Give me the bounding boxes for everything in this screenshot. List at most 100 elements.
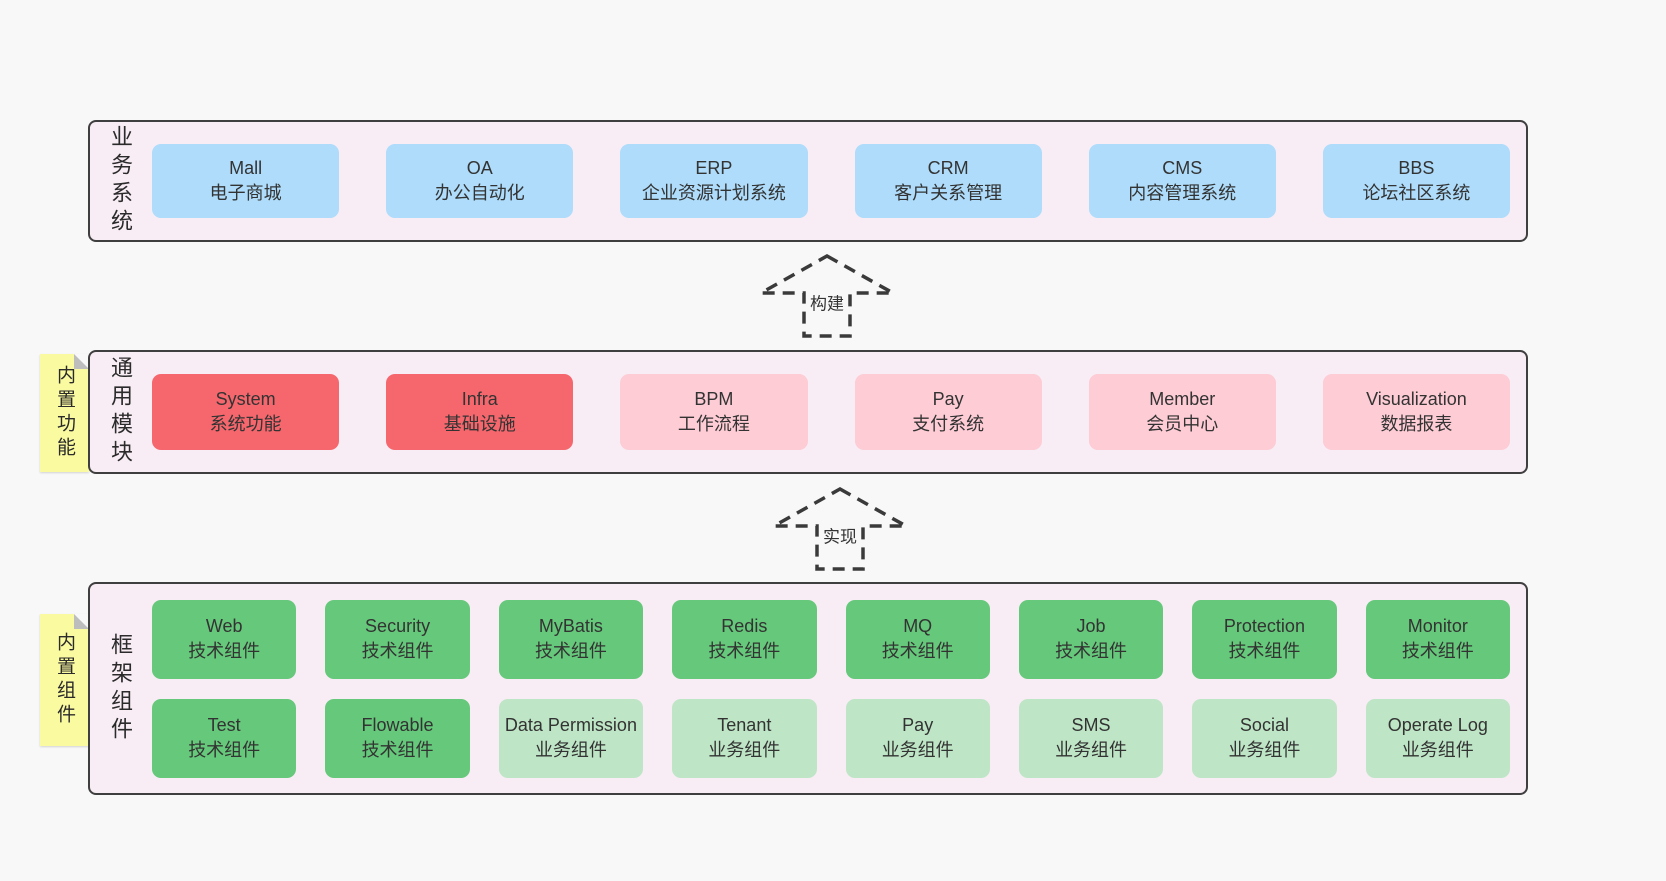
layer-label-business-systems: 业务系统 bbox=[108, 125, 133, 237]
module-name: Web bbox=[205, 616, 243, 636]
layer-label-common-modules: 通用模块 bbox=[108, 356, 133, 468]
module-box-cms: CMS 内容管理系统 bbox=[1088, 144, 1276, 218]
module-desc: 技术组件 bbox=[1228, 641, 1301, 661]
module-desc: 工作流程 bbox=[677, 414, 750, 434]
module-box-test: Test 技术组件 bbox=[152, 698, 297, 778]
module-box-bbs: BBS 论坛社区系统 bbox=[1322, 144, 1511, 218]
module-name: Social bbox=[1239, 715, 1289, 735]
up-arrow-icon bbox=[770, 486, 910, 571]
module-desc: 技术组件 bbox=[361, 740, 434, 760]
module-name: Security bbox=[365, 616, 431, 636]
arrow-implement: 实现 bbox=[770, 486, 910, 572]
module-desc: 业务组件 bbox=[1401, 740, 1474, 760]
module-box-redis: Redis 技术组件 bbox=[672, 599, 817, 679]
module-name: CMS bbox=[1162, 158, 1203, 178]
module-name: Flowable bbox=[361, 715, 434, 735]
module-desc: 技术组件 bbox=[708, 641, 781, 661]
module-name: BBS bbox=[1398, 158, 1435, 178]
module-box-infra: Infra 基础设施 bbox=[386, 374, 574, 450]
arrow-build-label: 构建 bbox=[807, 288, 847, 316]
module-name: Protection bbox=[1223, 616, 1305, 636]
module-name: Member bbox=[1149, 389, 1216, 409]
module-desc: 客户关系管理 bbox=[894, 183, 1003, 203]
module-name: Job bbox=[1076, 616, 1106, 636]
module-box-bpm: BPM 工作流程 bbox=[620, 374, 808, 450]
module-name: CRM bbox=[927, 158, 969, 178]
module-box-job: Job 技术组件 bbox=[1018, 599, 1164, 679]
module-desc: 技术组件 bbox=[881, 641, 954, 661]
module-box-mall: Mall 电子商城 bbox=[152, 144, 340, 218]
module-name: Infra bbox=[461, 389, 498, 409]
module-desc: 电子商城 bbox=[209, 183, 282, 203]
module-name: Data Permission bbox=[504, 715, 637, 735]
module-name: OA bbox=[466, 158, 493, 178]
sticky-note-label: 内置功能 bbox=[54, 365, 75, 461]
module-box-monitor: Monitor 技术组件 bbox=[1365, 599, 1510, 679]
module-box-pay: Pay 支付系统 bbox=[854, 374, 1042, 450]
module-desc: 办公自动化 bbox=[434, 183, 525, 203]
module-desc: 技术组件 bbox=[1401, 641, 1474, 661]
module-box-system: System 系统功能 bbox=[152, 374, 340, 450]
module-desc: 内容管理系统 bbox=[1128, 183, 1237, 203]
module-row: System 系统功能 Infra 基础设施 BPM 工作流程 Pay 支付系统 Member 会… bbox=[152, 374, 1511, 450]
module-name: Monitor bbox=[1407, 616, 1468, 636]
module-desc: 技术组件 bbox=[1055, 641, 1128, 661]
sticky-note-built-in-features: 内置功能 bbox=[40, 354, 89, 472]
layer-label-framework-components: 框架组件 bbox=[108, 632, 133, 745]
module-name: System bbox=[215, 389, 276, 409]
module-name: Pay bbox=[902, 715, 934, 735]
module-name: Redis bbox=[721, 616, 768, 636]
module-desc: 系统功能 bbox=[209, 414, 282, 434]
module-name: Tenant bbox=[717, 715, 772, 735]
module-box-security: Security 技术组件 bbox=[325, 599, 470, 679]
module-box-pay: Pay 业务组件 bbox=[845, 698, 990, 778]
module-box-flowable: Flowable 技术组件 bbox=[325, 698, 470, 778]
module-box-data-permission: Data Permission 业务组件 bbox=[498, 698, 644, 778]
module-box-protection: Protection 技术组件 bbox=[1192, 599, 1337, 679]
module-desc: 支付系统 bbox=[912, 414, 985, 434]
up-arrow-icon bbox=[757, 253, 897, 338]
module-name: MQ bbox=[903, 616, 933, 636]
module-desc: 企业资源计划系统 bbox=[641, 183, 786, 203]
module-box-mq: MQ 技术组件 bbox=[845, 599, 990, 679]
module-box-mybatis: MyBatis 技术组件 bbox=[498, 599, 644, 679]
module-name: Pay bbox=[932, 389, 964, 409]
module-desc: 技术组件 bbox=[361, 641, 434, 661]
module-name: MyBatis bbox=[538, 616, 603, 636]
arrow-build: 构建 bbox=[757, 253, 897, 339]
module-name: SMS bbox=[1071, 715, 1111, 735]
sticky-note-built-in-components: 内置组件 bbox=[40, 614, 89, 746]
module-desc: 业务组件 bbox=[881, 740, 954, 760]
module-box-sms: SMS 业务组件 bbox=[1018, 698, 1164, 778]
module-desc: 业务组件 bbox=[708, 740, 781, 760]
module-desc: 技术组件 bbox=[534, 641, 607, 661]
module-grid: System 系统功能 Infra 基础设施 BPM 工作流程 Pay 支付系统 Member 会… bbox=[152, 352, 1511, 472]
module-box-tenant: Tenant 业务组件 bbox=[672, 698, 817, 778]
module-desc: 会员中心 bbox=[1146, 414, 1219, 434]
arrow-implement-label: 实现 bbox=[820, 521, 860, 549]
module-name: Mall bbox=[229, 158, 263, 178]
module-desc: 论坛社区系统 bbox=[1362, 183, 1471, 203]
module-box-oa: OA 办公自动化 bbox=[386, 144, 574, 218]
layer-common-modules: 通用模块 System 系统功能 Infra 基础设施 BPM 工作流程 Pay 支付系统 Me… bbox=[88, 350, 1528, 474]
module-name: Visualization bbox=[1366, 389, 1467, 409]
module-desc: 业务组件 bbox=[1055, 740, 1128, 760]
module-desc: 技术组件 bbox=[188, 641, 261, 661]
module-box-member: Member 会员中心 bbox=[1088, 374, 1276, 450]
module-desc: 业务组件 bbox=[534, 740, 607, 760]
module-desc: 技术组件 bbox=[188, 740, 261, 760]
module-name: BPM bbox=[694, 389, 734, 409]
module-desc: 基础设施 bbox=[443, 414, 516, 434]
module-name: Test bbox=[207, 715, 241, 735]
